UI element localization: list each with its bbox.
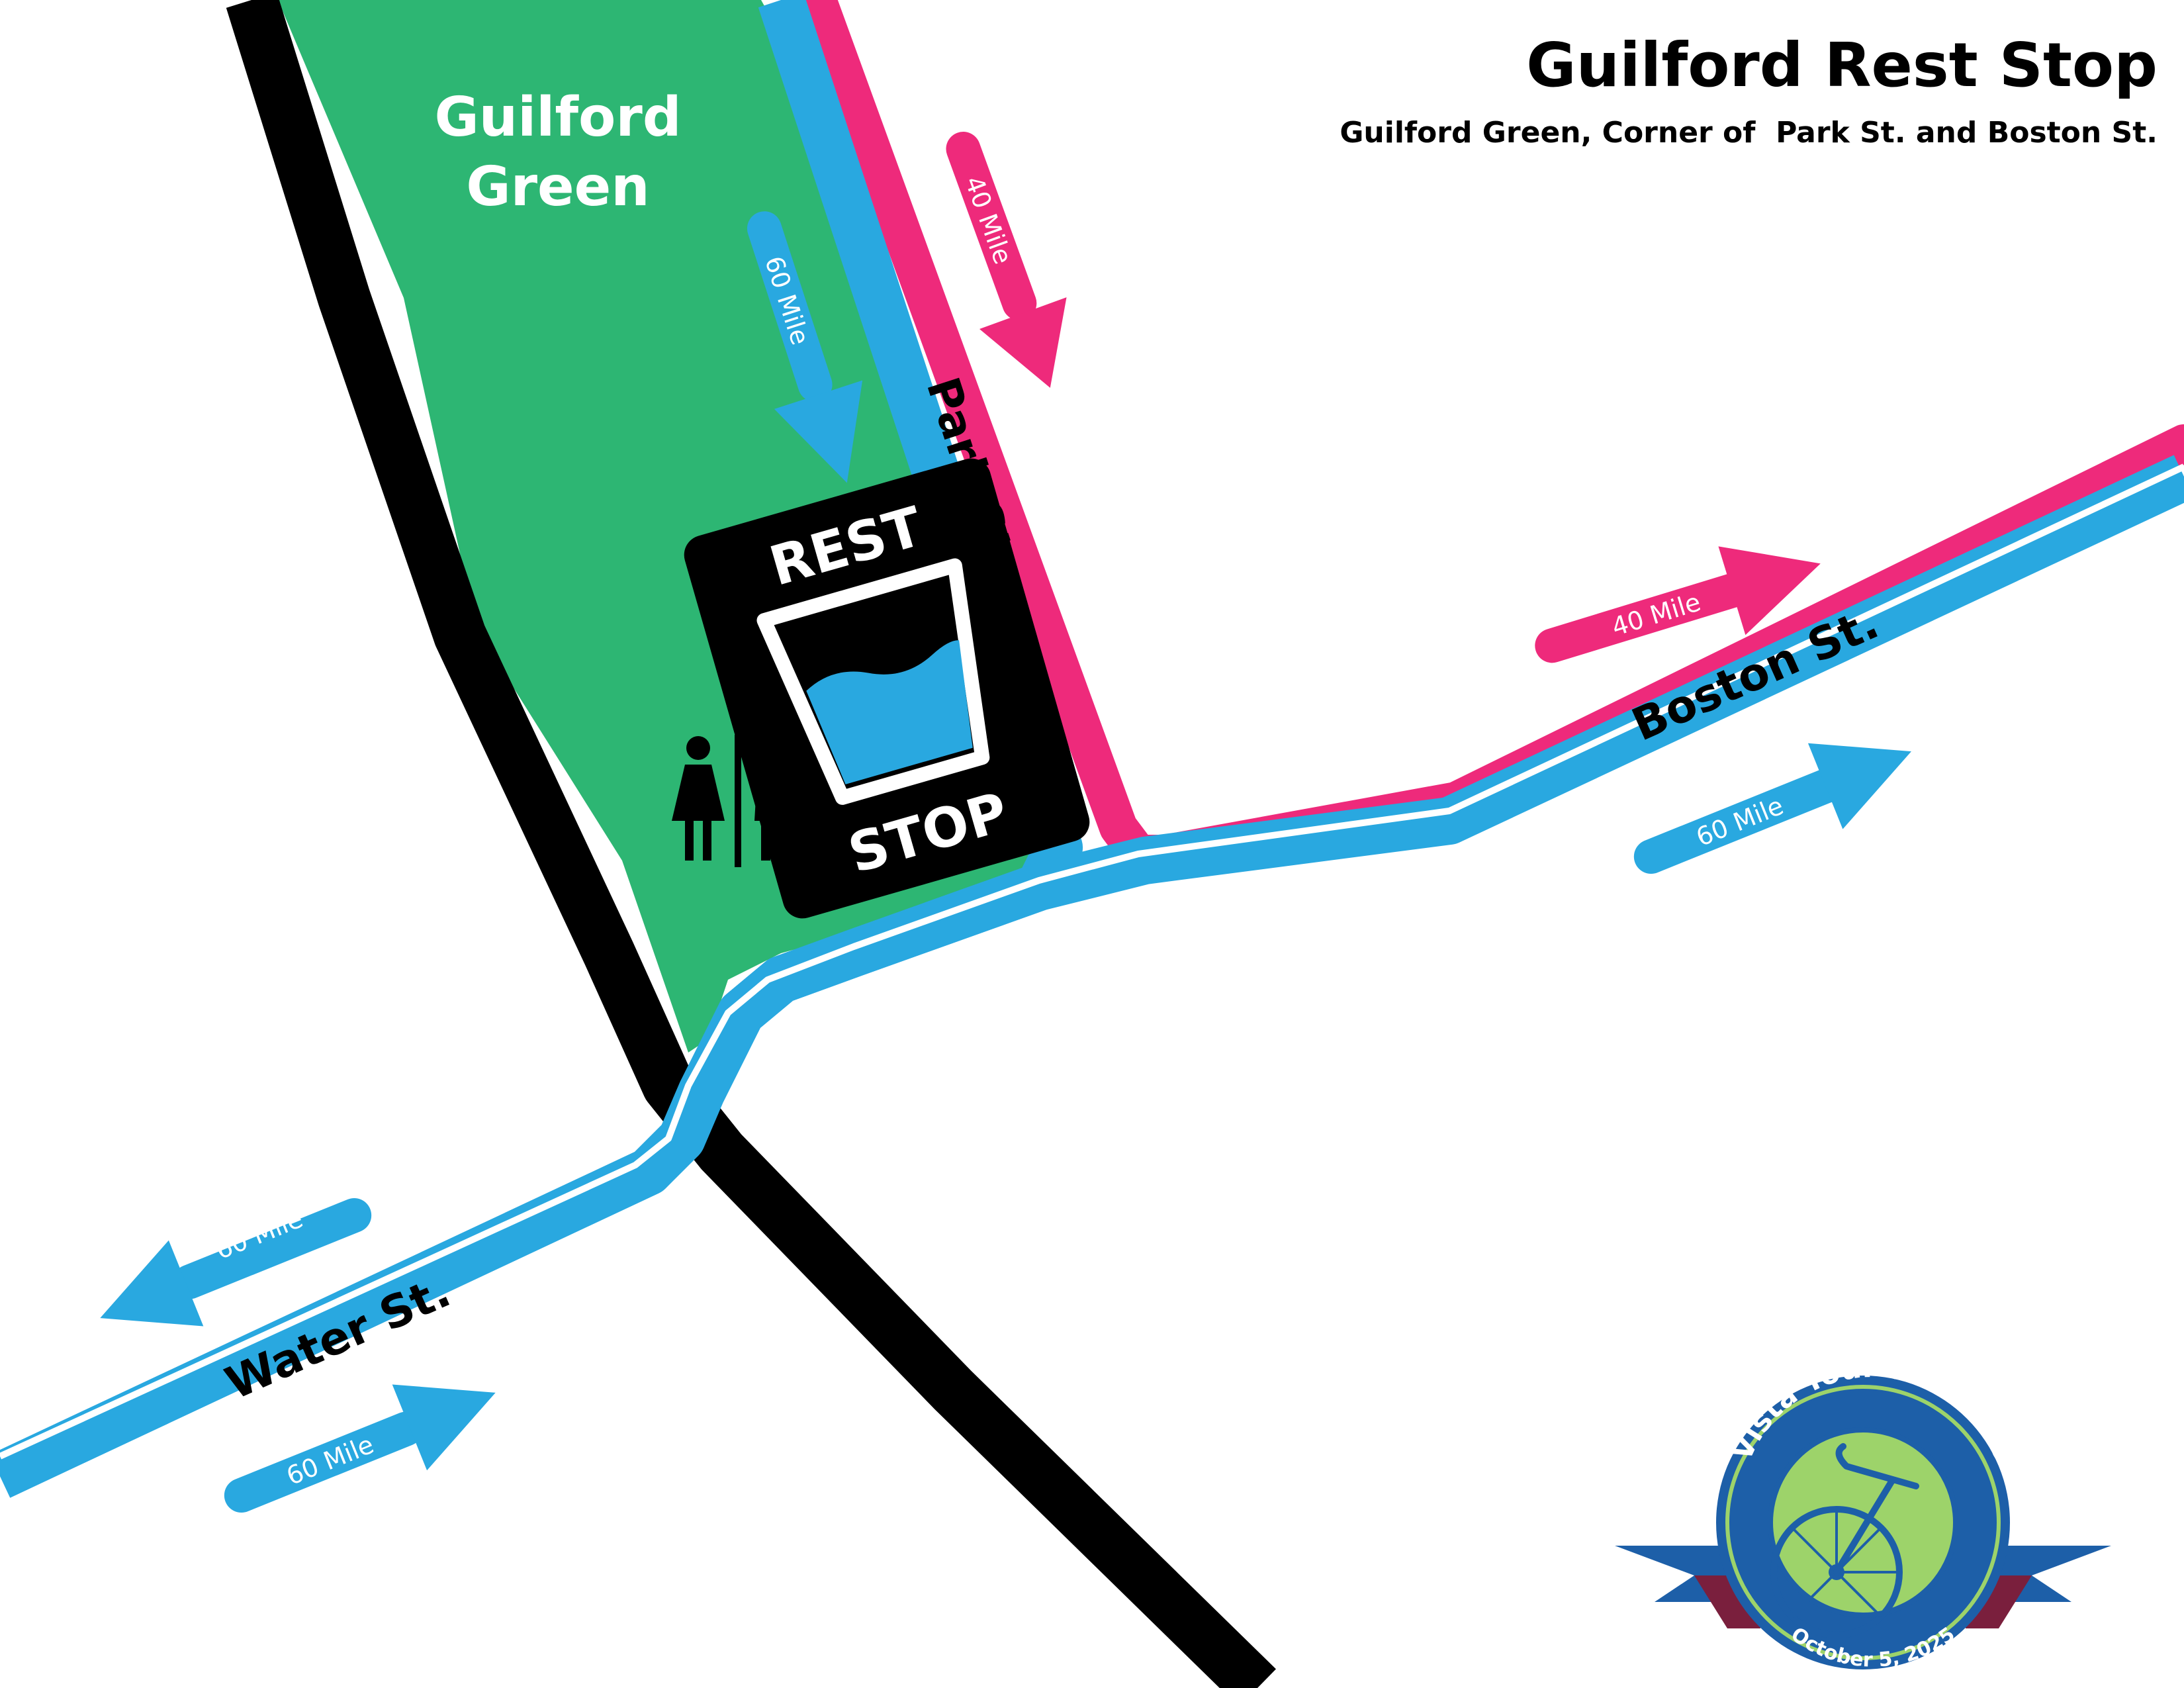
water-glass-icon <box>756 558 990 805</box>
event-logo: Vista Tour de Shore October 5, 2025 <box>1615 1350 2111 1672</box>
arrow-park-60-mile: 60 Mile <box>747 211 863 483</box>
area-name-line1: Guilford <box>434 86 681 149</box>
black-road <box>226 0 1276 1688</box>
restroom-icon <box>672 735 794 867</box>
arrow-water-east-label: 60 Mile <box>283 1430 378 1491</box>
page-title: Guilford Rest Stop <box>1526 30 2158 101</box>
page-subtitle: Guilford Green, Corner of Park St. and B… <box>1340 116 2158 150</box>
route-60-centerline <box>0 463 2184 1460</box>
arrow-park-40-label: 40 Mile <box>959 172 1017 267</box>
arrow-boston-60-label: 60 Mile <box>1692 791 1788 852</box>
route-60-return-line <box>0 455 2184 1498</box>
bicycle-icon <box>1770 1443 1919 1638</box>
arrow-boston-40-label: 40 Mile <box>1608 587 1704 641</box>
area-name-line2: Green <box>466 156 649 218</box>
